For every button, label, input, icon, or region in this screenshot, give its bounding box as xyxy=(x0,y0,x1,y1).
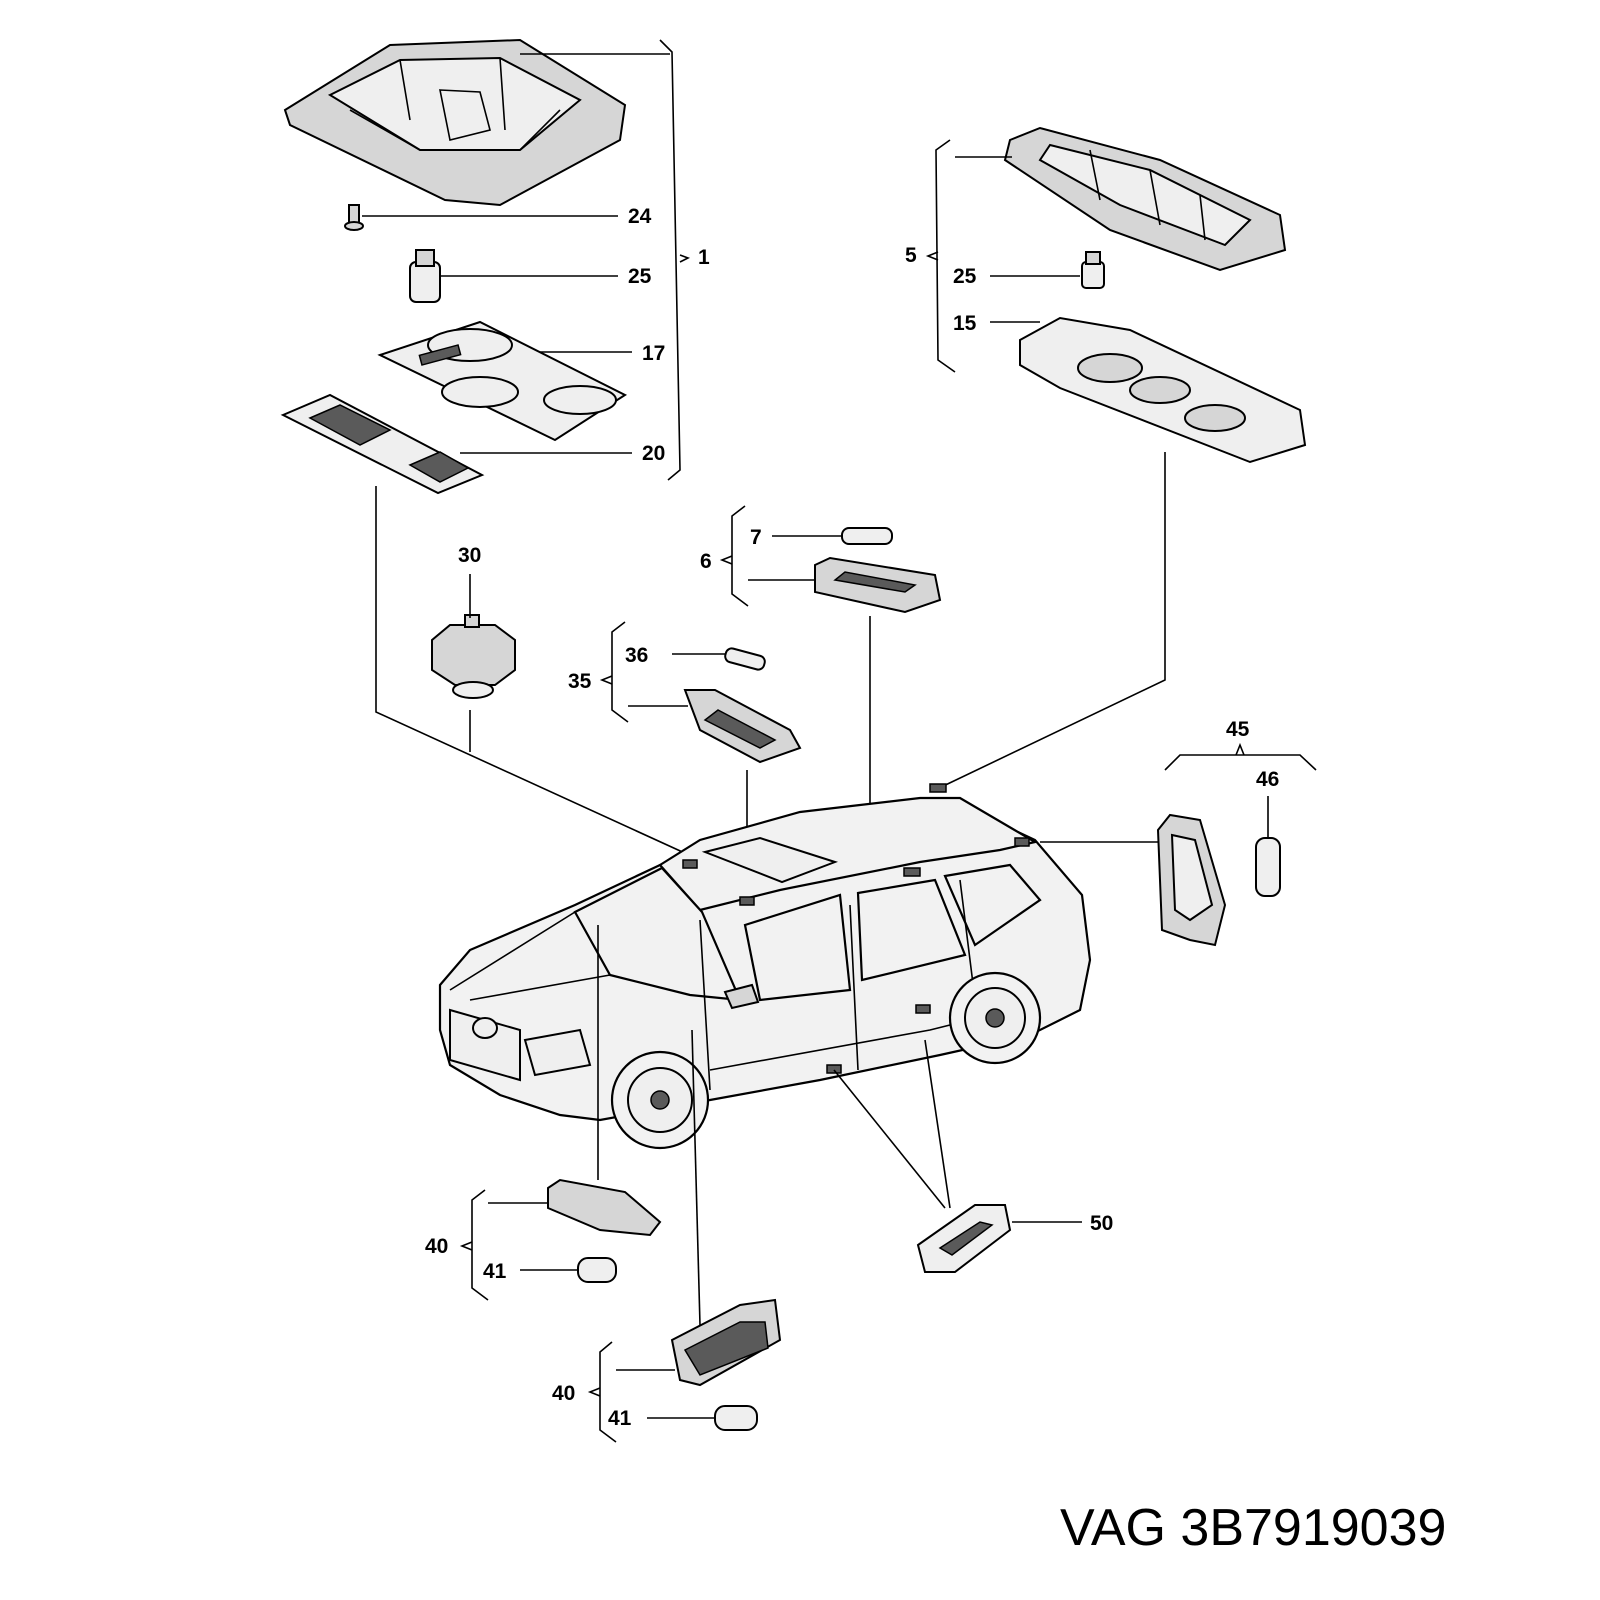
bracket-40-upper xyxy=(471,1189,489,1301)
label-15: 15 xyxy=(953,312,977,335)
label-5: 5 xyxy=(905,244,917,267)
label-46: 46 xyxy=(1256,768,1279,791)
bracket-45-tick xyxy=(1235,742,1245,756)
label-36: 36 xyxy=(625,644,648,667)
seal-20[interactable] xyxy=(280,393,485,495)
label-35: 35 xyxy=(568,670,592,693)
bracket-6 xyxy=(731,505,749,607)
bracket-5 xyxy=(935,139,956,373)
bracket-40-upper-tick xyxy=(459,1241,473,1251)
housing-15[interactable] xyxy=(1019,316,1307,464)
bulb-25-left[interactable] xyxy=(409,249,441,303)
leader-1-to-car xyxy=(375,486,701,861)
label-25-right: 25 xyxy=(953,265,977,288)
label-40-lower: 40 xyxy=(552,1382,575,1405)
lamp-35[interactable] xyxy=(683,689,802,764)
bulb-7[interactable] xyxy=(841,527,893,545)
label-25-left: 25 xyxy=(628,265,652,288)
lamp-40-upper[interactable] xyxy=(547,1178,662,1237)
bulb-41-upper[interactable] xyxy=(577,1257,617,1283)
label-50: 50 xyxy=(1090,1212,1113,1235)
leader-50-to-car-b xyxy=(924,1039,951,1209)
bracket-6-tick xyxy=(719,555,733,565)
label-41-upper: 41 xyxy=(483,1260,507,1283)
roof-console-5[interactable] xyxy=(1003,126,1287,272)
lamp-6[interactable] xyxy=(814,556,942,614)
bulb-25-right[interactable] xyxy=(1081,251,1105,289)
bracket-35-tick xyxy=(599,675,613,685)
bulb-36[interactable] xyxy=(724,647,766,671)
bracket-35 xyxy=(611,621,629,723)
lens-panel-17[interactable] xyxy=(377,320,628,442)
bracket-40-lower-tick xyxy=(587,1387,601,1397)
leader-50-to-car-a xyxy=(833,1069,946,1209)
leader-40-lower-to-car xyxy=(691,1029,701,1326)
screw-24[interactable] xyxy=(344,204,364,231)
label-17: 17 xyxy=(642,342,665,365)
label-24: 24 xyxy=(628,205,652,228)
lamp-40-lower[interactable] xyxy=(670,1298,782,1387)
bracket-1-tick xyxy=(679,254,690,263)
label-6: 6 xyxy=(700,550,712,573)
car-illustration xyxy=(438,783,1092,1150)
label-45: 45 xyxy=(1226,718,1250,741)
lamp-50[interactable] xyxy=(916,1204,1012,1273)
label-40-upper: 40 xyxy=(425,1235,448,1258)
part-number-title: VAG 3B7919039 xyxy=(1060,1499,1446,1557)
bulb-41-lower[interactable] xyxy=(714,1405,758,1431)
label-7: 7 xyxy=(750,526,762,549)
bracket-40-lower xyxy=(599,1341,617,1443)
bracket-1 xyxy=(659,39,681,481)
bracket-5-tick xyxy=(925,251,939,261)
roof-console-assembly[interactable] xyxy=(283,38,627,207)
leader-15-to-car xyxy=(934,452,1166,791)
bracket-45 xyxy=(1164,754,1317,771)
bulb-46[interactable] xyxy=(1255,837,1281,897)
label-41-lower: 41 xyxy=(608,1407,632,1430)
label-30: 30 xyxy=(458,544,481,567)
label-1: 1 xyxy=(698,246,710,269)
lamp-45[interactable] xyxy=(1156,813,1227,947)
label-20: 20 xyxy=(642,442,665,465)
lamp-30[interactable] xyxy=(431,614,516,699)
